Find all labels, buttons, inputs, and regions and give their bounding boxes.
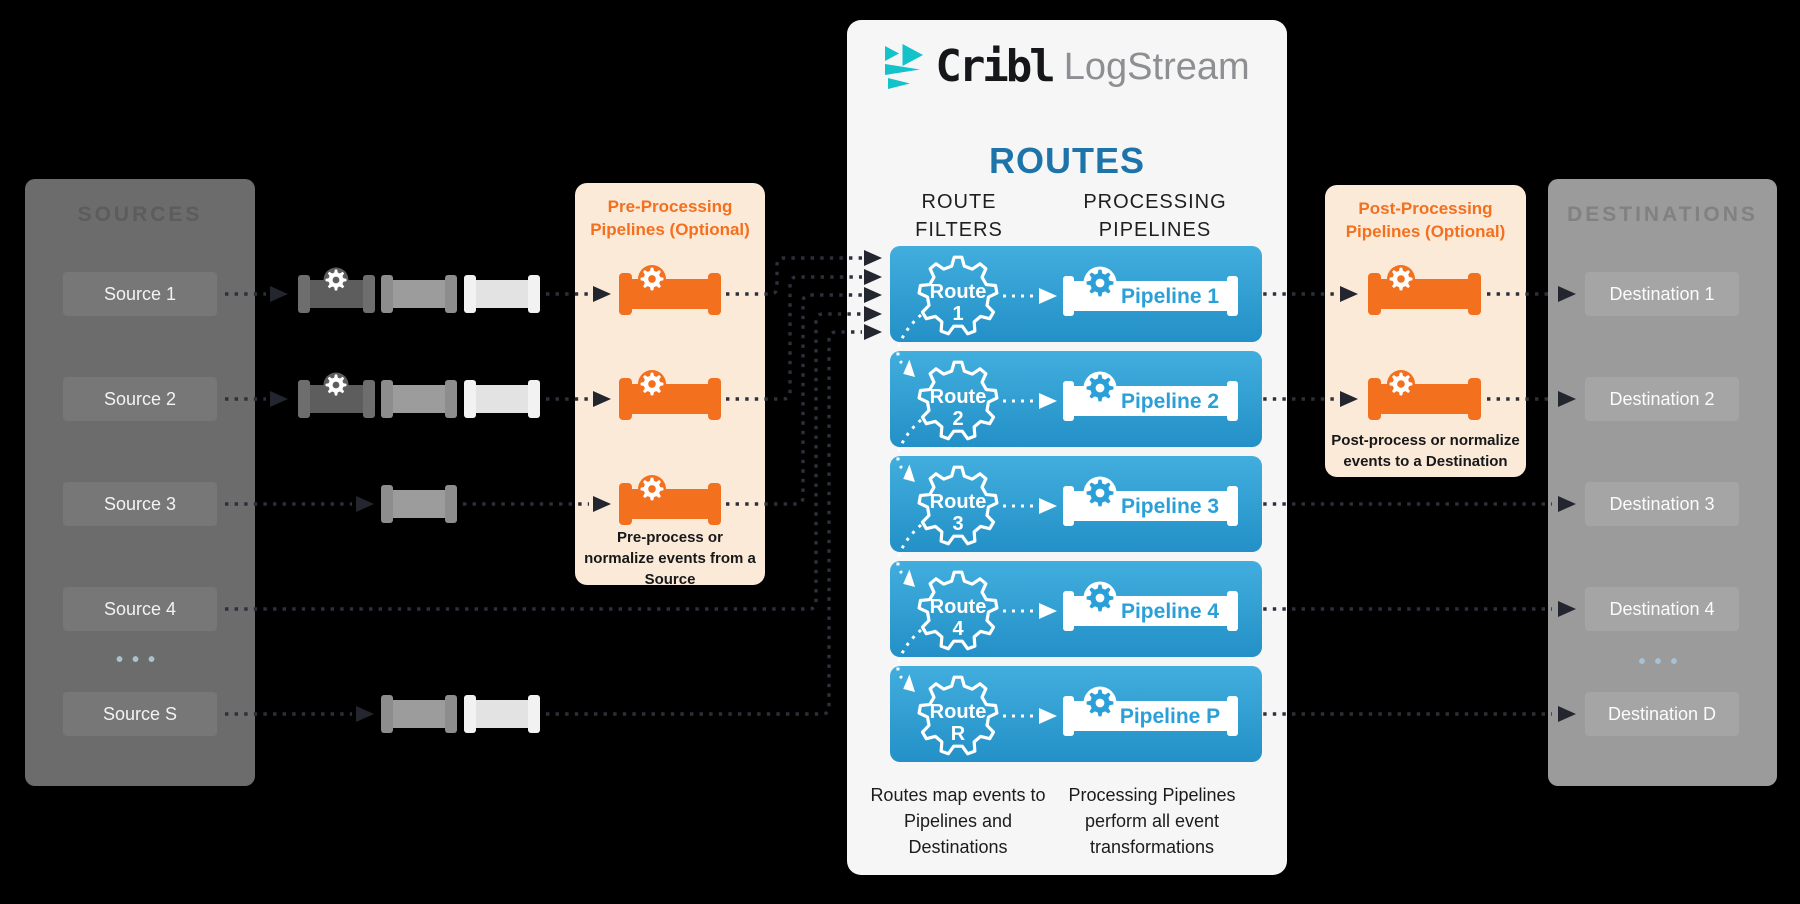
cribl-goat-icon <box>885 44 924 89</box>
sources-panel: SOURCES Source 1 Source 2 Source 3 Sourc… <box>25 179 255 786</box>
sources-title: SOURCES <box>77 203 203 226</box>
gear-icon <box>325 374 347 396</box>
pipelines-caption: Processing Pipelines perform all event t… <box>1068 785 1236 858</box>
destination-item-3: Destination 3 <box>1585 482 1739 526</box>
pre-processing-caption: Pre-process or normalize events from a S… <box>584 529 756 588</box>
pre-processing-title: Pre-Processing Pipelines (Optional) <box>590 197 750 239</box>
column-header-route-filters: ROUTE FILTERS <box>915 191 1003 241</box>
source-pipe-assembly-2 <box>298 372 540 418</box>
brand-name: Cribl <box>935 41 1055 92</box>
routes-title: ROUTES <box>988 140 1145 181</box>
destinations-ellipsis: ••• <box>1638 651 1687 673</box>
destination-item-1: Destination 1 <box>1585 272 1739 316</box>
post-processing-title: Post-Processing Pipelines (Optional) <box>1345 199 1506 241</box>
cribl-logo: Cribl LogStream <box>847 44 1287 90</box>
source-item-2: Source 2 <box>63 377 217 421</box>
destinations-title: DESTINATIONS <box>1567 203 1758 226</box>
source-pipe-assembly-3 <box>381 485 457 523</box>
gear-icon <box>325 269 347 291</box>
sources-ellipsis: ••• <box>115 649 164 671</box>
routes-caption: Routes map events to Pipelines and Desti… <box>870 785 1046 858</box>
product-name: LogStream <box>1063 46 1250 88</box>
destination-item-4: Destination 4 <box>1585 587 1739 631</box>
column-header-processing-pipelines: PROCESSING PIPELINES <box>1083 191 1227 241</box>
source-item-1: Source 1 <box>63 272 217 316</box>
cribl-logstream-panel: Cribl LogStream ROUTES ROUTE FILTERS PRO… <box>847 20 1287 875</box>
pre-processing-panel: Pre-Processing Pipelines (Optional) Pre-… <box>575 183 765 588</box>
source-pipe-assembly-s <box>381 695 540 733</box>
post-processing-caption: Post-process or normalize events to a De… <box>1331 432 1520 470</box>
source-pipe-assembly-1 <box>298 267 540 313</box>
destination-item-d: Destination D <box>1585 692 1739 736</box>
post-processing-panel: Post-Processing Pipelines (Optional) Pos… <box>1325 185 1526 477</box>
destinations-panel: DESTINATIONS Destination 1 Destination 2… <box>1548 179 1777 786</box>
source-item-s: Source S <box>63 692 217 736</box>
source-item-3: Source 3 <box>63 482 217 526</box>
destination-item-2: Destination 2 <box>1585 377 1739 421</box>
source-item-4: Source 4 <box>63 587 217 631</box>
